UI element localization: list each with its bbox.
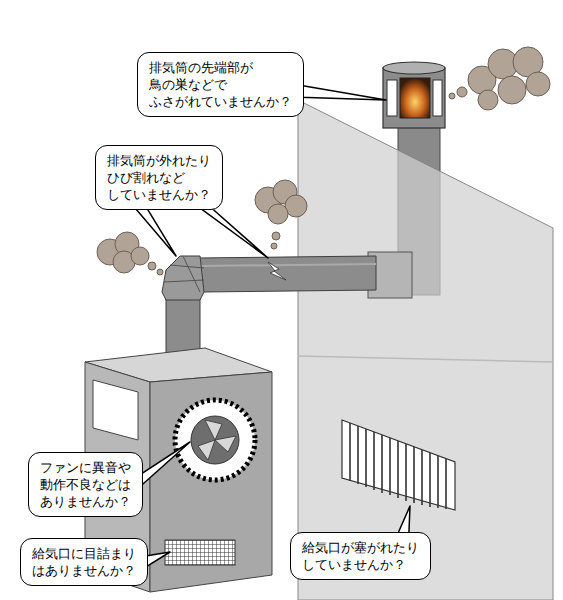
smoke-puff	[478, 90, 498, 110]
callout-bubble: 排気筒の先端部が 鳥の巣などで ふさがれていませんか？	[137, 52, 304, 117]
callout-bubble: 給気口が塞がれたり していませんか？	[290, 532, 431, 580]
callout-text: 給気口に目詰まり はありませんか？	[32, 545, 136, 579]
callout-tail	[134, 206, 176, 256]
pipe-body	[198, 256, 376, 292]
smoke-puff	[498, 76, 526, 104]
smoke-puff	[272, 232, 280, 240]
smoke-puff	[268, 204, 288, 224]
pipe-crack	[268, 262, 286, 280]
wall-panel	[298, 100, 553, 600]
callout-text: 給気口が塞がれたり していませんか？	[302, 539, 419, 573]
intake-slats	[350, 423, 446, 509]
elbow-seams	[164, 256, 204, 292]
cap-body	[383, 68, 445, 128]
callout-text: 排気筒が外れたり ひび割れなど していませんか？	[107, 152, 211, 203]
callout-text: 排気筒の先端部が 鳥の巣などで ふさがれていませんか？	[149, 59, 292, 110]
callout-tail	[300, 85, 386, 100]
exhaust-cap	[383, 62, 445, 128]
smoke-puff	[148, 262, 156, 270]
heater-window	[93, 380, 138, 440]
smoke-puff	[157, 269, 163, 275]
callout-bubble: 排気筒が外れたり ひび割れなど していませんか？	[95, 145, 223, 210]
smoke-puff	[526, 72, 550, 96]
smoke-puff	[449, 93, 455, 99]
fan-ring	[175, 400, 255, 480]
horizontal-exhaust-pipe	[198, 252, 412, 298]
bird-nest	[400, 78, 430, 118]
fan-blades	[198, 420, 236, 460]
smoke-puff	[271, 243, 277, 249]
callout-tail	[198, 206, 268, 258]
wall	[298, 100, 553, 600]
cap-window	[433, 80, 442, 116]
smoke	[97, 47, 550, 275]
pipe-highlight	[200, 264, 376, 266]
callout-text: ファンに異音や 動作不良などは ありませんか？	[40, 459, 131, 510]
heater-air-intake	[165, 540, 235, 565]
smoke-puff	[457, 87, 467, 97]
wall-air-intake	[342, 420, 455, 510]
pipe-elbow	[162, 256, 204, 354]
smoke-puff	[131, 247, 149, 265]
callout-tail	[139, 442, 190, 487]
callout-bubble: ファンに異音や 動作不良などは ありませんか？	[28, 452, 143, 517]
callout-bubble: 給気口に目詰まり はありませんか？	[20, 538, 148, 586]
fan-hub	[191, 416, 239, 464]
heater-front	[150, 372, 272, 592]
wall-seam	[298, 356, 553, 362]
cap-window	[387, 80, 397, 116]
elbow-body	[162, 256, 204, 300]
cap-top	[383, 62, 445, 74]
